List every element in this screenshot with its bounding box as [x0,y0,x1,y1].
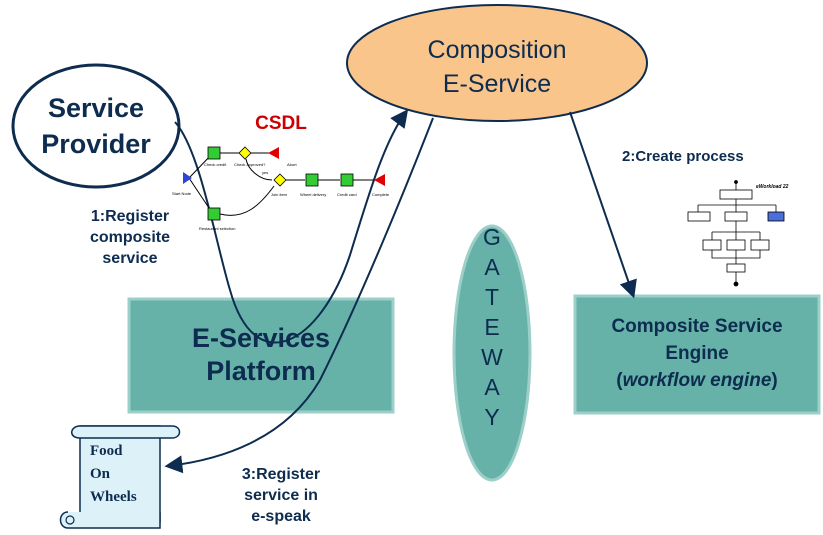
step3-label: 3:Register service in e-speak [226,464,336,527]
step1-line1: 1:Register [90,208,170,225]
csdl-join-node [273,173,287,187]
csdl-join-label: Join item [271,192,288,197]
step1-label: 1:Register composite service [64,206,196,269]
csdl-yes-label: yes [262,170,268,175]
csdl-wheel-delivery-node [305,173,319,187]
csdl-start-label: Start Node [172,191,192,196]
engine-close-paren: ) [771,370,778,391]
provider-label: Service Provider [16,90,176,162]
engine-italic: workflow engine [622,370,772,391]
step3-line2: service in [244,487,318,504]
process-thumb-label: eWorkload 22 [756,184,789,190]
platform-label: E-Services Platform [129,322,393,388]
composition-label-line2: E-Service [442,70,552,98]
gateway-letter-1: A [484,254,500,280]
engine-label-line2: Engine [665,343,729,364]
process-thumbnail [687,180,785,287]
engine-label-line1: Composite Service [611,316,783,337]
step3-line3: e-speak [251,508,311,525]
step1-line3: service [102,250,158,267]
step3-line1: 3:Register [241,466,321,483]
gateway-letter-2: T [484,284,500,310]
csdl-restaurant-label: Restaurant selection [199,226,235,231]
scroll-label: Food On Wheels [80,440,170,509]
csdl-credit-card-label: Credit card [337,192,357,197]
csdl-complete-label: Complete [372,192,390,197]
csdl-start-node [183,172,192,184]
scroll-line1: Food [90,443,123,459]
create-process-arrow [569,111,637,299]
gateway-letter-0: G [483,224,501,250]
composition-label-line1: Composition [427,36,567,64]
step1-line2: composite [89,229,170,246]
csdl-credit-card-node [340,173,354,187]
provider-label-line2: Provider [41,129,151,159]
engine-label: Composite Service Engine (workflow engin… [575,313,819,394]
composition-label: Composition E-Service [397,33,597,101]
gateway-letter-4: W [481,344,503,370]
csdl-abort-label: Abort [287,162,297,167]
csdl-abort-node [268,147,279,159]
csdl-restaurant-node [207,207,221,221]
gateway-letter-5: A [484,374,500,400]
gateway-label: G A T E W A Y [462,222,522,432]
engine-open-paren: ( [616,370,623,391]
food-on-wheels-scroll[interactable] [59,425,181,529]
register-service-arrow [164,117,434,474]
csdl-label: CSDL [255,113,307,134]
csdl-check-credit-node [207,146,221,160]
csdl-check-credit-label: Check credit [204,162,227,167]
gateway-letter-3: E [484,314,500,340]
provider-label-line1: Service [47,93,145,123]
gateway-letter-6: Y [484,404,500,430]
engine-label-line3: (workflow engine) [575,367,819,394]
gateway-node[interactable] [452,224,532,482]
csdl-check-approved-label: Check approved? [234,162,266,167]
register-composite-arrow [174,109,409,344]
step2-label: 2:Create process [622,148,744,165]
csdl-wheel-delivery-label: Wheel delivery [300,192,326,197]
csdl-check-approved-node [238,146,252,160]
platform-label-line2: Platform [206,356,316,386]
composition-eservice-node[interactable] [346,4,648,122]
composite-service-engine-box[interactable] [573,294,821,415]
scroll-line2: On [90,466,111,482]
csdl-workflow-diagram [188,152,375,216]
csdl-complete-node [374,174,385,186]
scroll-line3: Wheels [90,489,137,505]
platform-label-line1: E-Services [191,323,331,353]
